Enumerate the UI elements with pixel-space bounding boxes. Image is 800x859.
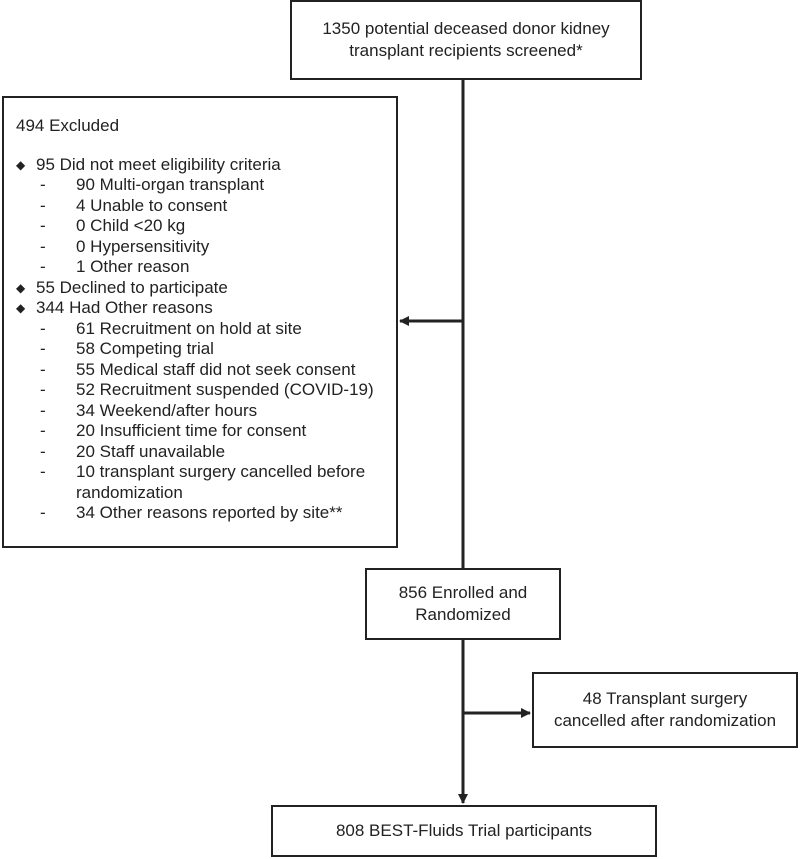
- dash-icon: -: [40, 380, 46, 399]
- exclusion-group: ◆ 95 Did not meet eligibility criteria -…: [16, 155, 384, 278]
- exclusion-sublist: - 90 Multi-organ transplant - 4 Unable to …: [36, 175, 384, 278]
- exclusion-subitem: - 10 transplant surgery cancelled before …: [36, 462, 384, 503]
- exclusion-subitem: - 34 Weekend/after hours: [36, 401, 384, 422]
- exclusion-subitem-text: 20 Insufficient time for consent: [76, 421, 307, 440]
- excluded-list: ◆ 95 Did not meet eligibility criteria -…: [16, 155, 384, 524]
- exclusion-subitem-text: 20 Staff unavailable: [76, 441, 226, 461]
- dash-icon: -: [40, 400, 46, 420]
- exclusion-subitem-text: 0 Child <20 kg: [76, 216, 186, 235]
- exclusion-subitem-text: 4 Unable to consent: [76, 195, 228, 215]
- exclusion-subitem: - 0 Child <20 kg: [36, 216, 384, 237]
- enrolled-box: 856 Enrolled and Randomized: [365, 568, 561, 640]
- exclusion-subitem: - 58 Competing trial: [36, 339, 384, 360]
- dash-icon: -: [40, 421, 46, 440]
- exclusion-subitem-text: 52 Recruitment suspended (COVID-19): [76, 380, 374, 399]
- dash-icon: -: [40, 462, 46, 481]
- participants-box: 808 BEST-Fluids Trial participants: [271, 805, 657, 857]
- exclusion-subitem-text: 0 Hypersensitivity: [76, 236, 210, 256]
- diamond-bullet-icon: ◆: [16, 157, 26, 172]
- exclusion-subitem: - 20 Insufficient time for consent: [36, 421, 384, 442]
- exclusion-subitem-text: 34 Weekend/after hours: [76, 400, 258, 420]
- excluded-title: 494 Excluded: [16, 116, 120, 135]
- dash-icon: -: [40, 441, 46, 461]
- exclusion-sublist: - 61 Recruitment on hold at site - 58 Comp…: [36, 319, 384, 524]
- dash-icon: -: [40, 257, 46, 276]
- exclusion-subitem: - 20 Staff unavailable: [36, 442, 384, 463]
- exclusion-subitem: - 55 Medical staff did not seek consent: [36, 360, 384, 381]
- dash-icon: -: [40, 195, 46, 215]
- exclusion-subitem-text: 10 transplant surgery cancelled before r…: [76, 462, 366, 502]
- dash-icon: -: [40, 318, 46, 338]
- enrolled-text: 856 Enrolled and Randomized: [398, 583, 528, 624]
- exclusion-group: ◆ 344 Had Other reasons - 61 Recruitment …: [16, 298, 384, 524]
- exclusion-subitem-text: 58 Competing trial: [76, 339, 214, 358]
- dash-icon: -: [40, 175, 46, 194]
- exclusion-subitem: - 90 Multi-organ transplant: [36, 175, 384, 196]
- exclusion-subitem-text: 1 Other reason: [76, 257, 190, 276]
- diamond-bullet-icon: ◆: [16, 280, 26, 295]
- exclusion-subitem-text: 61 Recruitment on hold at site: [76, 318, 302, 338]
- exclusion-group-label: 344 Had Other reasons: [36, 298, 213, 317]
- dash-icon: -: [40, 503, 46, 522]
- exclusion-subitem: - 61 Recruitment on hold at site: [36, 319, 384, 340]
- exclusion-subitem-text: 90 Multi-organ transplant: [76, 175, 265, 194]
- screened-box: 1350 potential deceased donor kidney tra…: [290, 0, 642, 80]
- exclusion-subitem: - 52 Recruitment suspended (COVID-19): [36, 380, 384, 401]
- exclusion-subitem: - 0 Hypersensitivity: [36, 237, 384, 258]
- exclusion-subitem: - 1 Other reason: [36, 257, 384, 278]
- diamond-bullet-icon: ◆: [16, 301, 26, 315]
- exclusion-group-label: 55 Declined to participate: [36, 277, 228, 297]
- screened-text: 1350 potential deceased donor kidney tra…: [322, 19, 610, 60]
- participants-text: 808 BEST-Fluids Trial participants: [335, 821, 593, 840]
- exclusion-subitem: - 34 Other reasons reported by site**: [36, 503, 384, 524]
- cancelled-text: 48 Transplant surgery cancelled after ra…: [553, 689, 777, 730]
- dash-icon: -: [40, 339, 46, 358]
- dash-icon: -: [40, 216, 46, 235]
- dash-icon: -: [40, 236, 46, 256]
- exclusion-subitem-text: 55 Medical staff did not seek consent: [76, 359, 356, 379]
- exclusion-group: ◆ 55 Declined to participate: [16, 278, 384, 299]
- dash-icon: -: [40, 359, 46, 379]
- cancelled-box: 48 Transplant surgery cancelled after ra…: [532, 672, 798, 748]
- exclusion-subitem-text: 34 Other reasons reported by site**: [76, 503, 343, 522]
- exclusion-subitem: - 4 Unable to consent: [36, 196, 384, 217]
- excluded-box: 494 Excluded ◆ 95 Did not meet eligibili…: [2, 96, 398, 548]
- exclusion-group-label: 95 Did not meet eligibility criteria: [36, 154, 281, 174]
